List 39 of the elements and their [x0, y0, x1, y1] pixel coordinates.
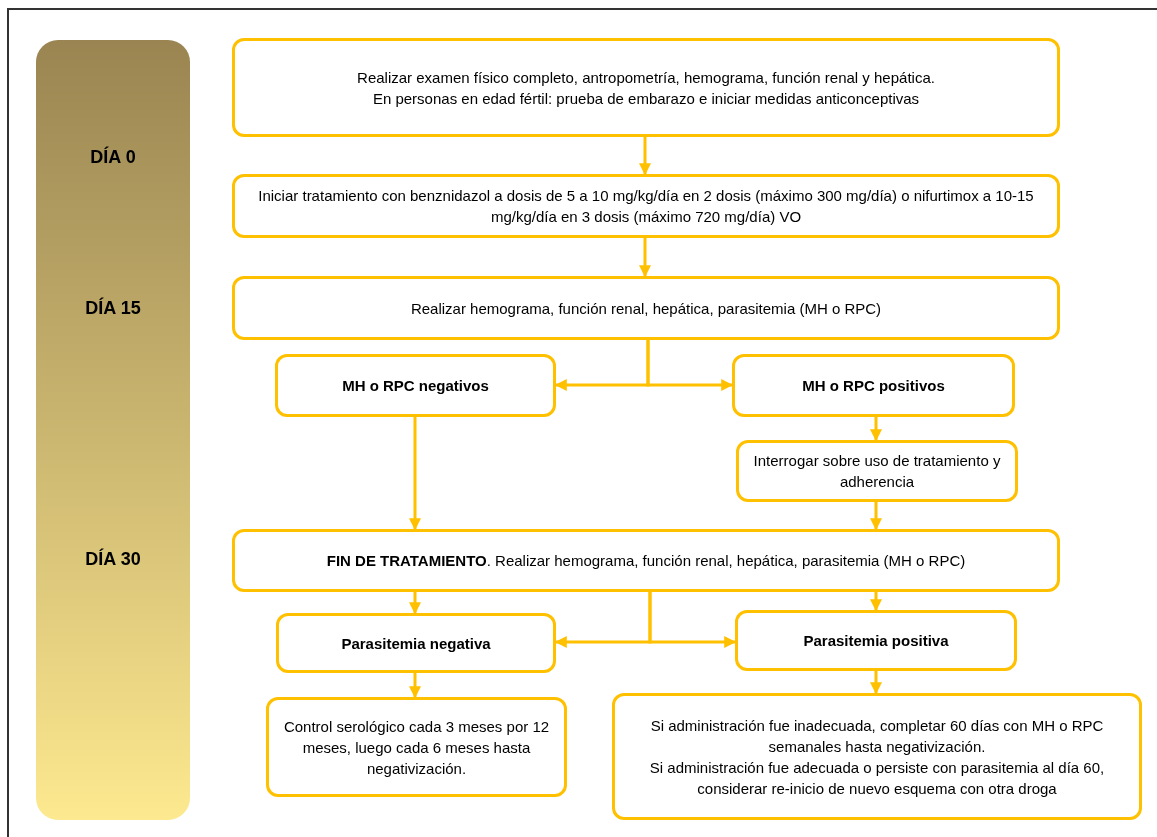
- arrow: [870, 592, 882, 612]
- timeline-bar: [36, 40, 190, 820]
- day-label: DÍA 15: [84, 299, 142, 317]
- process-box: [232, 529, 1060, 592]
- arrow: [870, 502, 882, 531]
- process-box: [736, 440, 1018, 502]
- arrow: [870, 417, 882, 442]
- arrow: [648, 592, 737, 648]
- arrow: [639, 238, 651, 278]
- process-box: [732, 354, 1015, 417]
- box-text: MH o RPC positivos: [802, 376, 945, 396]
- arrow: [409, 417, 421, 531]
- arrow: [409, 592, 421, 615]
- box-text: Si administración fue adecuada o persiste con parasitemia al día 60, considerar re-inicio de nuevo esquema con otra droga: [648, 757, 1106, 799]
- box-text: FIN DE TRATAMIENTO. Realizar hemograma, función renal, hepática, parasitemia (MH o RPC): [326, 551, 966, 571]
- arrow: [870, 671, 882, 695]
- process-box: [232, 276, 1060, 340]
- process-box: [232, 174, 1060, 238]
- box-text: Si administración fue inadecuada, completar 60 días con MH o RPC semanales hasta negativización.: [649, 715, 1105, 757]
- process-box: [735, 610, 1017, 671]
- box-text: En personas en edad fértil: prueba de embarazo e iniciar medidas anticonceptivas: [372, 88, 920, 109]
- box-text: Control serológico cada 3 meses por 12 meses, luego cada 6 meses hasta negativización.: [282, 716, 551, 779]
- process-box: [275, 354, 556, 417]
- day-label: DÍA 30: [84, 550, 142, 568]
- process-box: [232, 38, 1060, 137]
- box-text: Realizar hemograma, función renal, hepática, parasitemia (MH o RPC): [410, 298, 882, 319]
- box-text: Iniciar tratamiento con benznidazol a dosis de 5 a 10 mg/kg/día en 2 dosis (máximo 300 mg/día) o nifurtimox a 10-15 mg/kg/día en 3 dosis (máximo 720 mg/día) VO: [257, 186, 1035, 227]
- day-label: DÍA 0: [89, 148, 137, 166]
- box-text: Realizar examen físico completo, antropometría, hemograma, función renal y hepática.: [357, 67, 935, 88]
- box-text: MH o RPC negativos: [342, 376, 489, 396]
- process-box: [276, 613, 556, 673]
- box-text: Parasitemia negativa: [341, 633, 491, 654]
- process-box: [612, 693, 1142, 820]
- arrow: [646, 340, 734, 391]
- arrow: [639, 137, 651, 176]
- arrow: [409, 673, 421, 699]
- box-text: Interrogar sobre uso de tratamiento y adherencia: [752, 451, 1002, 492]
- box-text: Parasitemia positiva: [803, 631, 949, 651]
- process-box: [266, 697, 567, 797]
